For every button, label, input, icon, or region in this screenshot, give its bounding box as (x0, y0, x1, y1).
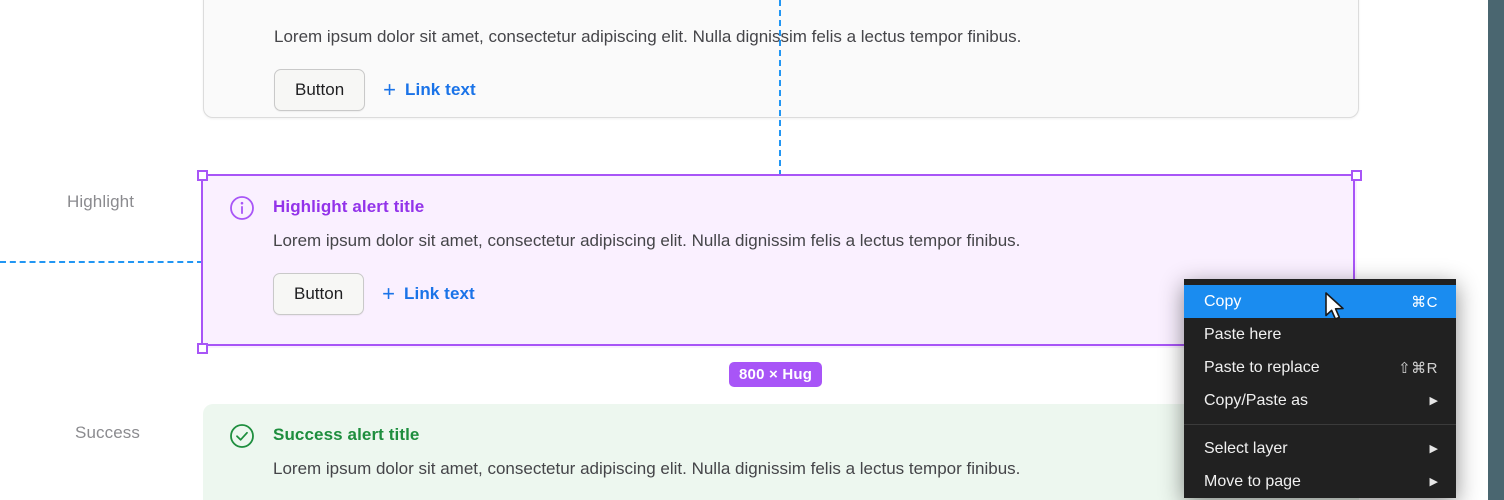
alert-card-neutral[interactable]: Lorem ipsum dolor sit amet, consectetur … (203, 0, 1359, 118)
alert-button-neutral[interactable]: Button (274, 69, 366, 111)
alert-actions-highlight: Button + Link text (273, 273, 1331, 315)
menu-item-label: Paste here (1204, 325, 1282, 343)
alert-card-success[interactable]: Success alert title Lorem ipsum dolor si… (203, 404, 1359, 500)
alert-body-neutral: Lorem ipsum dolor sit amet, consectetur … (274, 27, 1022, 46)
row-label-highlight: Highlight (67, 192, 135, 211)
alert-link-neutral[interactable]: + Link text (383, 77, 476, 102)
menu-item-label: Copy (1204, 292, 1242, 310)
alignment-guide-horizontal (0, 261, 203, 263)
plus-icon: + (383, 77, 397, 102)
right-edge-panel (1488, 0, 1504, 500)
menu-item-label: Paste to replace (1204, 358, 1320, 376)
submenu-arrow-icon: ▶ (1429, 476, 1438, 488)
menu-separator (1184, 424, 1456, 425)
alert-actions-neutral: Button + Link text (274, 69, 1332, 111)
alert-link-highlight[interactable]: + Link text (382, 281, 475, 306)
alert-body-highlight: Lorem ipsum dolor sit amet, consectetur … (273, 231, 1021, 250)
menu-item-label: Select layer (1204, 439, 1288, 457)
alert-header-success: Success alert title (229, 422, 1333, 449)
menu-item-paste-here[interactable]: Paste here (1184, 318, 1456, 351)
submenu-arrow-icon: ▶ (1429, 395, 1438, 407)
menu-item-select-layer[interactable]: Select layer ▶ (1184, 432, 1456, 465)
alert-card-highlight[interactable]: Highlight alert title Lorem ipsum dolor … (203, 176, 1357, 348)
plus-icon: + (382, 281, 396, 306)
alignment-guide-vertical (779, 0, 781, 176)
menu-item-paste-to-replace[interactable]: Paste to replace ⇧⌘R (1184, 351, 1456, 384)
menu-item-copy[interactable]: Copy ⌘C (1184, 285, 1456, 318)
info-circle-icon (229, 195, 255, 221)
alert-title-highlight: Highlight alert title (273, 197, 425, 216)
menu-item-shortcut: ⌘C (1411, 293, 1438, 311)
menu-item-copy-paste-as[interactable]: Copy/Paste as ▶ (1184, 384, 1456, 417)
alert-header-highlight: Highlight alert title (229, 194, 1331, 221)
context-menu[interactable]: Copy ⌘C Paste here Paste to replace ⇧⌘R … (1184, 279, 1456, 498)
alert-link-label-neutral: Link text (405, 80, 476, 99)
submenu-arrow-icon: ▶ (1429, 443, 1438, 455)
menu-item-move-to-page[interactable]: Move to page ▶ (1184, 465, 1456, 498)
menu-item-label: Move to page (1204, 472, 1301, 490)
row-label-success: Success (75, 423, 140, 442)
check-circle-icon (229, 423, 255, 449)
size-badge: 800 × Hug (729, 362, 823, 387)
menu-item-shortcut: ⇧⌘R (1398, 359, 1438, 377)
alert-body-success: Lorem ipsum dolor sit amet, consectetur … (273, 459, 1021, 478)
menu-item-label: Copy/Paste as (1204, 391, 1309, 409)
alert-title-success: Success alert title (273, 425, 420, 444)
alert-button-highlight[interactable]: Button (273, 273, 365, 315)
alert-link-label-highlight: Link text (404, 284, 475, 303)
